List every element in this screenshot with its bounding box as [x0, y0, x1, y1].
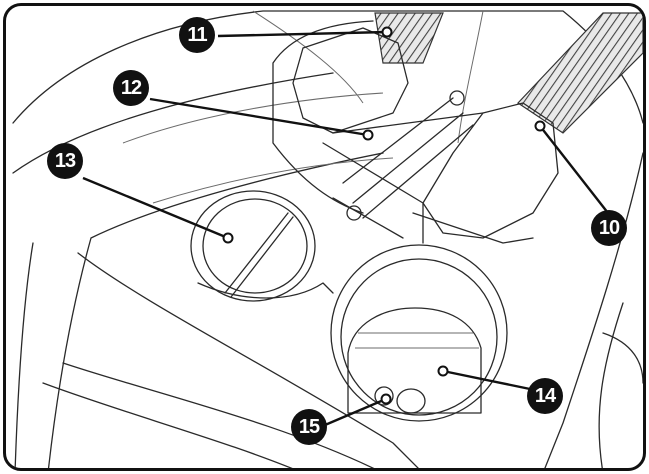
leader-13	[82, 176, 229, 240]
handle-surround	[272, 20, 534, 244]
hose-left	[374, 12, 444, 64]
leader-14-dot	[380, 393, 392, 405]
body-outline	[12, 10, 643, 468]
valve-large	[396, 388, 426, 414]
callout-12: 12	[113, 70, 149, 106]
leader-11-dot	[381, 26, 393, 38]
leader-10	[539, 125, 609, 214]
leader-15-dot	[437, 365, 449, 377]
valve-small	[374, 386, 394, 406]
handle-right-grip	[422, 102, 559, 239]
screw-bottom	[346, 205, 362, 221]
leader-14	[324, 397, 387, 427]
body-contour-lines	[122, 10, 484, 204]
cable-reel-inner	[202, 198, 308, 294]
diagram-frame	[3, 3, 646, 471]
leader-12-dot	[362, 129, 374, 141]
callout-13: 13	[47, 143, 83, 179]
hose-right	[517, 12, 643, 134]
body-right-side	[544, 152, 643, 468]
leader-13-dot	[222, 232, 234, 244]
vacuum-line-drawing	[12, 10, 643, 468]
leader-15	[442, 369, 531, 391]
callout-10: 10	[591, 210, 627, 246]
handle-bar	[322, 97, 484, 244]
leader-12	[149, 97, 369, 137]
container-well-ribs	[355, 332, 479, 349]
cable-reel-base	[197, 282, 334, 299]
callout-14: 15	[291, 409, 327, 445]
cable-reel-knob	[224, 212, 294, 298]
container-well-outer	[330, 244, 508, 422]
container-well-rim	[340, 258, 498, 416]
callout-15: 14	[527, 378, 563, 414]
callout-11: 11	[179, 17, 215, 53]
cable-reel-outer	[190, 190, 316, 302]
leader-11	[217, 30, 388, 38]
container-well-inner	[347, 307, 482, 414]
body-front-edge	[42, 252, 419, 468]
leader-10-dot	[534, 120, 546, 132]
screw-top	[449, 90, 465, 106]
